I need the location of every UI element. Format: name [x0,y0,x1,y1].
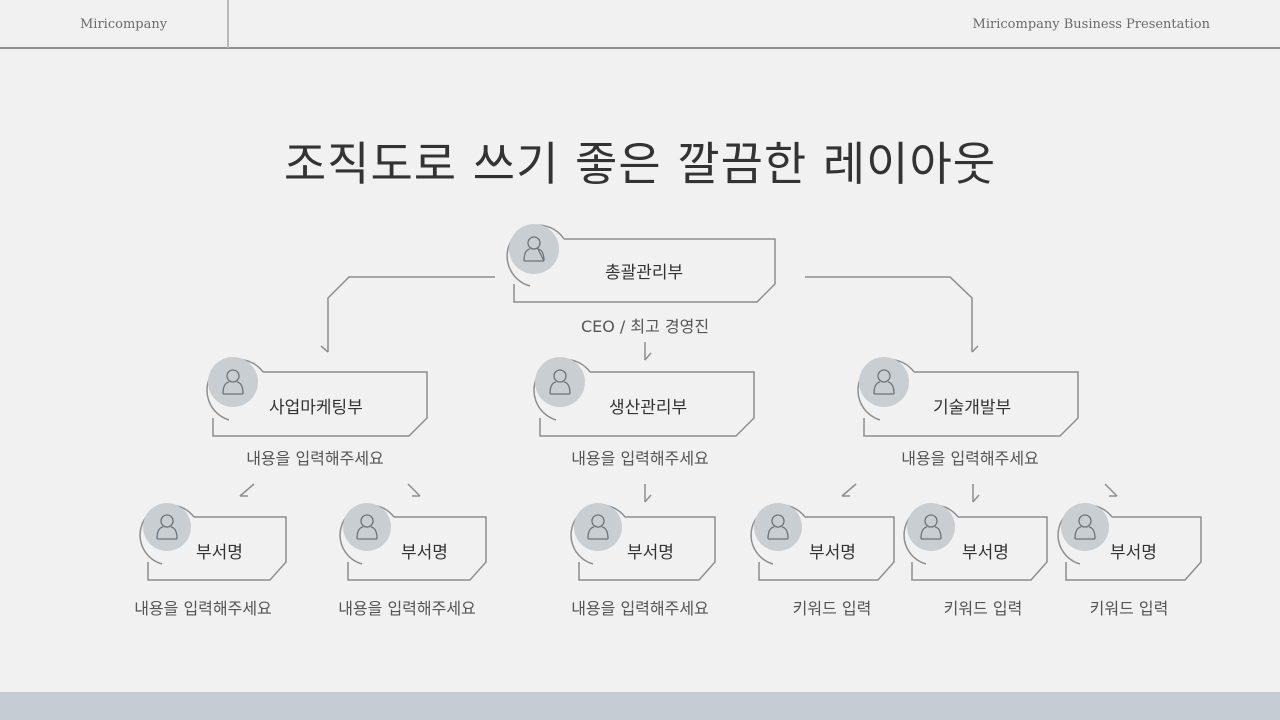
user-icon [549,369,571,395]
node-description: 내용을 입력해주세요 [338,599,476,618]
org-node-business-marketing[interactable]: 사업마케팅부 [199,348,434,438]
user-icon [920,514,942,540]
node-description: 내용을 입력해주세요 [901,449,1039,468]
user-icon [873,369,895,395]
org-node-dept-5[interactable]: 부서명 [898,494,1058,584]
node-label: 부서명 [1110,543,1157,563]
org-node-dept-3[interactable]: 부서명 [565,494,725,584]
node-label: 부서명 [401,543,448,563]
node-label: 부서명 [962,543,1009,563]
user-icon [767,514,789,540]
node-description: 키워드 입력 [792,599,872,618]
node-label: 기술개발부 [933,398,1012,418]
slide-header: Miricompany Miricompany Business Present… [0,0,1280,49]
presentation-title: Miricompany Business Presentation [972,17,1210,32]
brand-name: Miricompany [80,17,168,32]
node-label: 생산관리부 [609,398,688,418]
user-icon [1074,514,1096,540]
node-description: 키워드 입력 [943,599,1023,618]
node-label: 사업마케팅부 [269,398,363,418]
node-label: 부서명 [196,543,243,563]
node-label: 부서명 [809,543,856,563]
node-description: 내용을 입력해주세요 [571,599,709,618]
slide-footer-bar [0,692,1280,720]
user-icon [156,514,178,540]
node-description: CEO / 최고 경영진 [580,317,710,336]
org-node-root[interactable]: 총괄관리부 [500,214,780,304]
node-description: 내용을 입력해주세요 [134,599,272,618]
slide-title: 조직도로 쓰기 좋은 깔끔한 레이아웃 [283,137,997,191]
org-node-dept-1[interactable]: 부서명 [134,494,294,584]
org-node-tech-development[interactable]: 기술개발부 [850,348,1085,438]
header-divider [227,0,229,48]
node-label: 총괄관리부 [605,263,684,283]
user-icon [523,236,545,262]
org-node-dept-2[interactable]: 부서명 [334,494,494,584]
user-icon [587,514,609,540]
node-description: 키워드 입력 [1089,599,1169,618]
org-node-production-management[interactable]: 생산관리부 [526,348,761,438]
node-description: 내용을 입력해주세요 [571,449,709,468]
node-label: 부서명 [627,543,674,563]
node-description: 내용을 입력해주세요 [246,449,384,468]
org-node-dept-6[interactable]: 부서명 [1052,494,1212,584]
user-icon [356,514,378,540]
org-node-dept-4[interactable]: 부서명 [745,494,905,584]
user-icon [222,369,244,395]
